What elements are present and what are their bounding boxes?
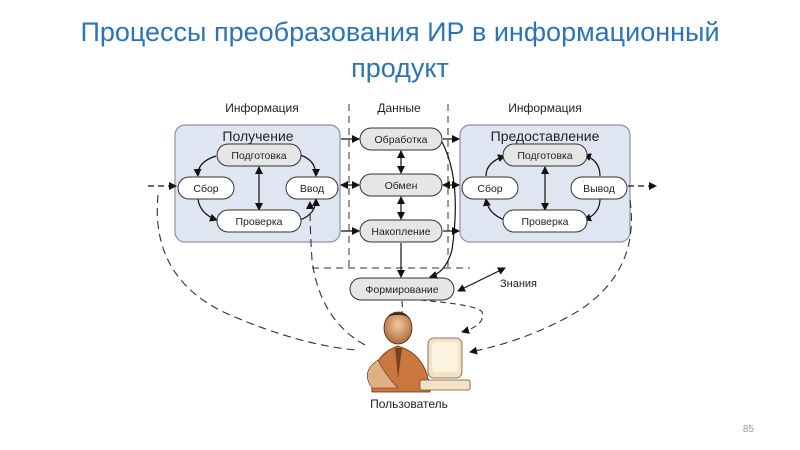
- forming-node-label: Формирование: [365, 284, 438, 296]
- user-figure: [366, 311, 471, 393]
- header-data: Данные: [377, 101, 421, 115]
- middle-node-accumulation: [359, 219, 443, 243]
- middle-node-exchange-label: Обмен: [385, 180, 418, 192]
- receive-node-prepare-label: Подготовка: [231, 150, 286, 162]
- provide-node-output-label: Вывод: [583, 183, 615, 195]
- provide-node-check-label: Проверка: [521, 216, 568, 228]
- middle-node-processing-label: Обработка: [375, 134, 428, 146]
- receive-panel-title: Получение: [222, 128, 293, 144]
- provide-node-prepare: [502, 143, 588, 167]
- provide-node-collect-label: Сбор: [477, 183, 502, 195]
- header-info-left: Информация: [225, 101, 298, 115]
- receive-node-check: [216, 209, 302, 233]
- forming-node: [349, 277, 455, 301]
- provide-node-prepare-label: Подготовка: [517, 150, 572, 162]
- receive-node-prepare: [216, 143, 302, 167]
- knowledge-label: Знания: [500, 278, 537, 290]
- page-number: 85: [742, 424, 754, 435]
- receive-node-input-label: Ввод: [300, 183, 324, 195]
- header-info-right: Информация: [508, 101, 581, 115]
- user-label: Пользователь: [370, 397, 448, 411]
- receive-node-input: [285, 176, 339, 200]
- provide-panel-title: Предоставление: [491, 128, 600, 144]
- provide-node-check: [502, 209, 588, 233]
- receive-node-check-label: Проверка: [235, 216, 282, 228]
- slide-title: Процессы преобразования ИР в информацион…: [80, 17, 720, 83]
- receive-node-collect: [177, 176, 235, 200]
- middle-node-accumulation-label: Накопление: [371, 226, 430, 238]
- provide-node-collect: [461, 176, 519, 200]
- receive-node-collect-label: Сбор: [193, 183, 218, 195]
- provide-node-output: [570, 176, 628, 200]
